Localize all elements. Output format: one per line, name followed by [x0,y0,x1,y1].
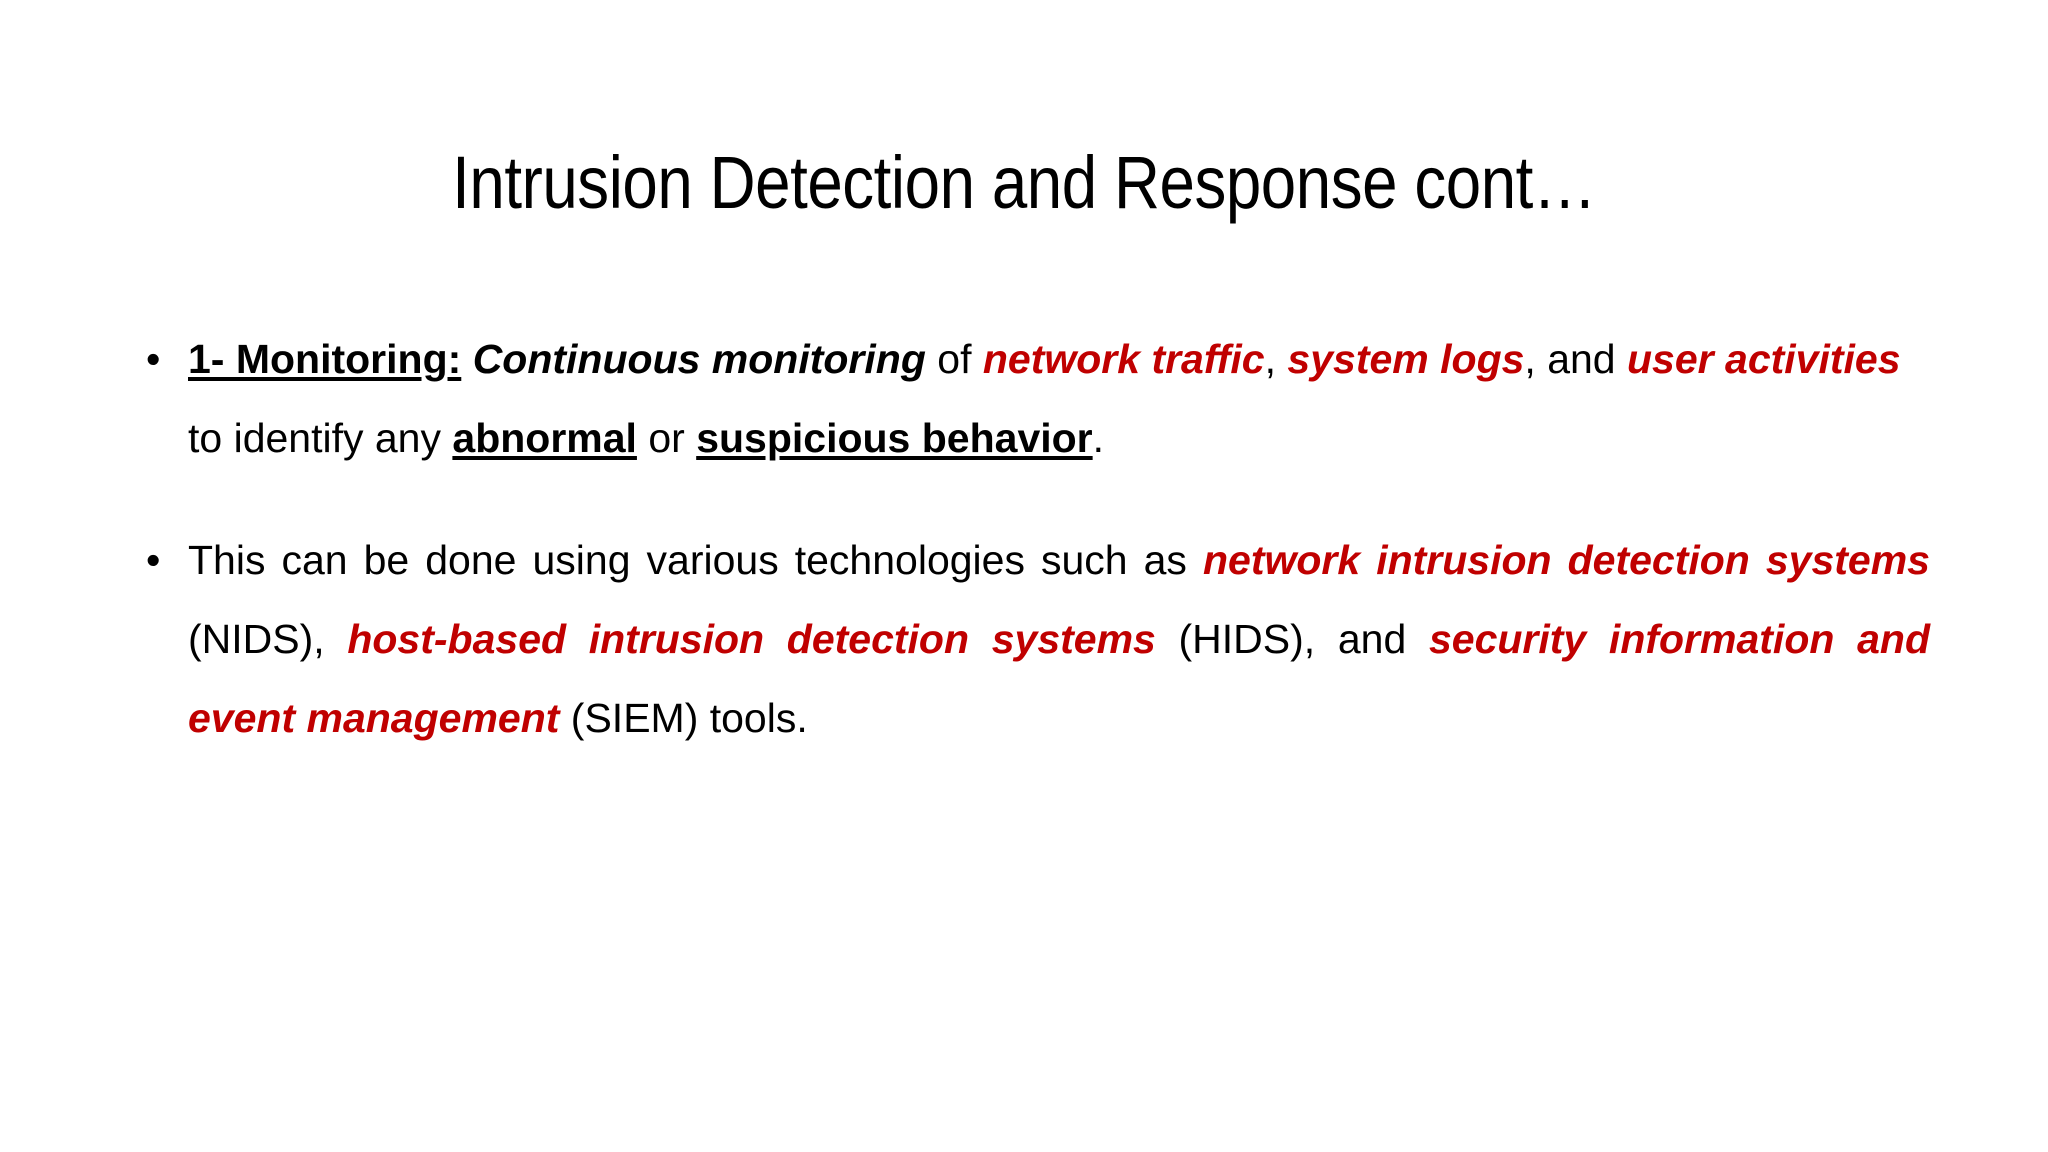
run-system-logs: system logs [1287,336,1525,382]
run-suspicious-behavior: suspicious behavior [696,414,1093,461]
run-hids-abbrev: (HIDS), and [1155,616,1429,663]
body-placeholder: • 1- Monitoring: Continuous monitoring of… [140,320,1930,758]
run-siem-term: security information and event managemen… [188,616,1930,741]
run-continuous-monitoring: Continuous monitoring [472,336,926,382]
page-title: Intrusion Detection and Response cont… [451,140,1597,224]
run-comma-1: , [1264,336,1288,382]
run-space-1 [461,336,472,382]
run-user-activities: user activities [1627,336,1901,382]
run-nids-term: network intrusion detection systems [1202,537,1930,584]
run-network-traffic: network traffic [982,336,1265,382]
run-monitoring-label: 1- Monitoring: [188,336,462,382]
title-placeholder: Intrusion Detection and Response cont… [0,92,2048,273]
run-to-identify-any: to identify any [188,414,453,461]
run-hids-term: host-based intrusion detection systems [347,616,1156,663]
bullet-point-icon: • [146,537,161,584]
list-item: • This can be done using various technolo… [140,521,1930,757]
list-item: • 1- Monitoring: Continuous monitoring of… [140,320,1930,477]
run-this-can-be-done: This can be done using various technolog… [188,537,1203,584]
run-and-1: , and [1524,336,1628,382]
run-period: . [1092,414,1105,461]
bullet-point-icon: • [146,336,161,382]
run-or: or [636,414,697,461]
run-siem-abbrev: (SIEM) tools. [559,694,808,741]
run-of: of [925,336,983,382]
run-nids-abbrev: (NIDS), [188,616,348,663]
run-abnormal: abnormal [452,414,637,461]
